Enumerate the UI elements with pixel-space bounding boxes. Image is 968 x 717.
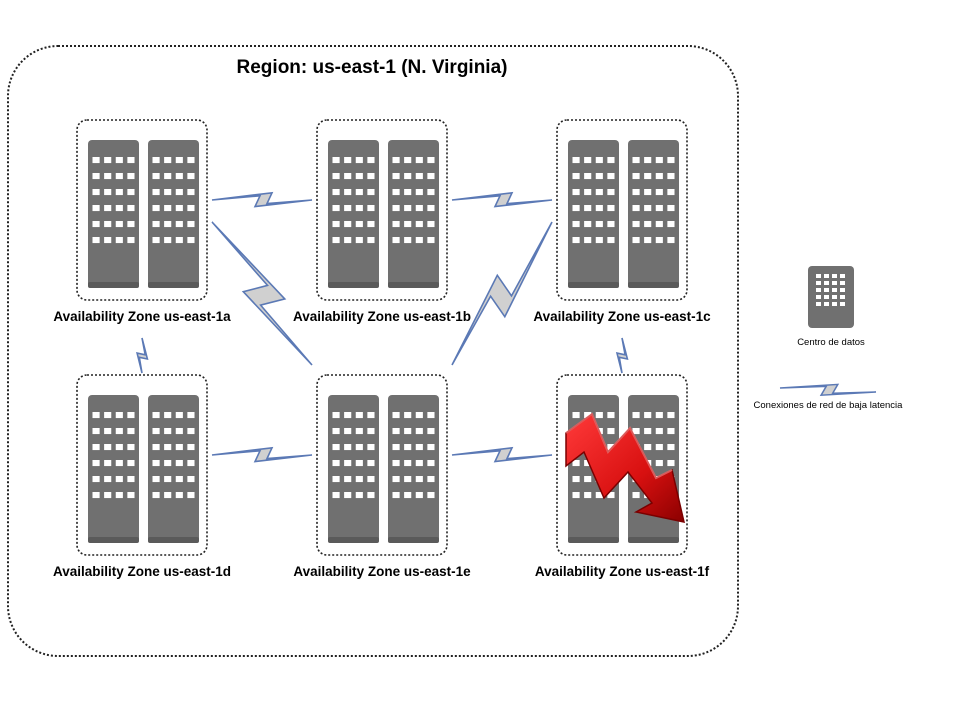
zone-us-east-1d: Availability Zone us-east-1d bbox=[53, 374, 231, 579]
zone-label: Availability Zone us-east-1a bbox=[53, 309, 231, 324]
network-link-icon bbox=[451, 221, 553, 366]
datacenter-icon bbox=[88, 140, 199, 288]
network-link-icon bbox=[451, 446, 553, 463]
datacenter-legend-icon bbox=[808, 266, 854, 328]
zone-us-east-1b: Availability Zone us-east-1b bbox=[293, 119, 471, 324]
zone-label: Availability Zone us-east-1d bbox=[53, 564, 231, 579]
zone-us-east-1e: Availability Zone us-east-1e bbox=[293, 374, 471, 579]
network-legend-icon bbox=[779, 383, 877, 397]
network-link-icon bbox=[211, 221, 313, 366]
outage-arrow-icon bbox=[565, 412, 685, 523]
region-title: Region: us-east-1 (N. Virginia) bbox=[237, 57, 508, 78]
network-links bbox=[136, 191, 629, 463]
datacenter-icon bbox=[328, 395, 439, 543]
zone-label: Availability Zone us-east-1b bbox=[293, 309, 471, 324]
legend-network-label: Conexiones de red de baja latencia bbox=[754, 400, 904, 411]
network-link-icon bbox=[136, 337, 149, 374]
network-link-icon bbox=[451, 191, 553, 208]
zone-label: Availability Zone us-east-1f bbox=[535, 564, 710, 579]
zone-label: Availability Zone us-east-1c bbox=[533, 309, 711, 324]
network-link-icon bbox=[615, 337, 629, 374]
region-boundary bbox=[7, 45, 739, 657]
legend: Centro de datos Conexiones de red de baj… bbox=[754, 266, 904, 411]
datacenter-icon bbox=[328, 140, 439, 288]
datacenter-icon bbox=[568, 140, 679, 288]
datacenter-icon bbox=[88, 395, 199, 543]
zone-label: Availability Zone us-east-1e bbox=[293, 564, 471, 579]
network-link-icon bbox=[211, 446, 313, 463]
zone-us-east-1a: Availability Zone us-east-1a bbox=[53, 119, 231, 324]
zone-us-east-1c: Availability Zone us-east-1c bbox=[533, 119, 711, 324]
network-link-icon bbox=[211, 191, 313, 208]
legend-datacenter-label: Centro de datos bbox=[797, 337, 865, 348]
